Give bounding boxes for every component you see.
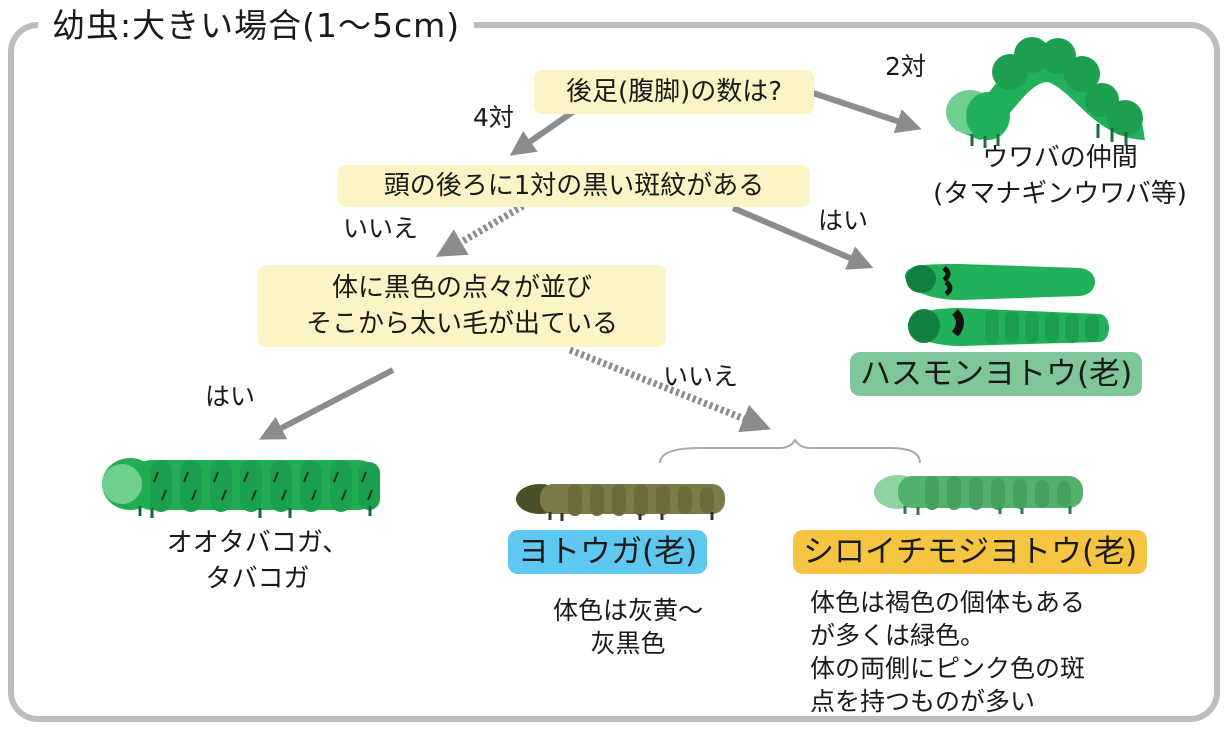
outcome-ootabako: オオタバコガ、 タバコガ: [150, 525, 365, 597]
question-proleg-count-text: 後足(腹脚)の数は?: [565, 77, 783, 107]
edge-label-no-2: いいえ: [663, 362, 739, 391]
edge-label-4-pairs: 4対: [473, 103, 514, 132]
edge-label-2-pairs: 2対: [885, 52, 926, 81]
arrow-q3-yes: [259, 367, 395, 440]
outcome-shiroichi-note: 体色は褐色の個体もある が多くは緑色。 体の両側にピンク色の斑 点を持つものが多…: [810, 586, 1085, 718]
diagram-title: 幼虫:大きい場合(1～5cm): [38, 6, 475, 46]
outcome-ootabako-line2: タバコガ: [205, 564, 310, 594]
arrow-q2-no: [435, 202, 525, 257]
question-black-spots: 頭の後ろに1対の黒い斑紋がある: [338, 165, 810, 207]
ootabako-larva-icon: [102, 458, 380, 518]
outcome-shiroichi-note-line2: が多くは緑色。: [810, 621, 986, 650]
question-black-dots-hairs-line2: そこから太い毛が出ている: [305, 309, 618, 339]
inchworm-larva-icon: [946, 37, 1145, 148]
outcome-inchworm-line2: (タマナギンウワバ等): [933, 179, 1187, 209]
outcome-shiroichi-note-line4: 点を持つものが多い: [810, 687, 1036, 716]
diagram-frame: [8, 22, 1220, 722]
outcome-shiroichi-badge: シロイチモジヨトウ(老): [793, 530, 1148, 574]
outcome-hasumon-text: ハスモンヨトウ(老): [860, 356, 1133, 392]
group-bracket: [659, 438, 921, 464]
question-proleg-count: 後足(腹脚)の数は?: [534, 70, 814, 114]
outcome-yotouga-note-line2: 灰黒色: [590, 629, 666, 658]
edge-label-yes-1: はい: [818, 206, 869, 235]
outcome-yotouga-badge: ヨトウガ(老): [508, 530, 708, 574]
question-black-spots-text: 頭の後ろに1対の黒い斑紋がある: [383, 171, 765, 201]
arrow-q2-yes: [731, 205, 874, 270]
outcome-shiroichi-text: シロイチモジヨトウ(老): [803, 534, 1138, 570]
arrow-q3-no: [568, 346, 771, 433]
question-black-dots-hairs: 体に黒色の点々が並び そこから太い毛が出ている: [258, 265, 666, 347]
shiroichi-larva-icon: [874, 475, 1083, 515]
hasumon-larva-icon: [905, 264, 1109, 346]
outcome-hasumon-badge: ハスモンヨトウ(老): [850, 352, 1143, 396]
outcome-shiroichi-note-line1: 体色は褐色の個体もある: [810, 588, 1086, 617]
outcome-inchworm: ウワバの仲間 (タマナギンウワバ等): [915, 140, 1205, 212]
outcome-yotouga-note: 体色は灰黄～ 灰黒色: [538, 594, 718, 660]
outcome-yotouga-note-line1: 体色は灰黄～: [552, 596, 703, 625]
outcome-ootabako-line1: オオタバコガ、: [166, 528, 349, 558]
arrow-q1-to-inchworm: [812, 90, 922, 134]
question-black-dots-hairs-line1: 体に黒色の点々が並び: [331, 273, 592, 303]
outcome-inchworm-line1: ウワバの仲間: [982, 143, 1138, 173]
outcome-shiroichi-note-line3: 体の両側にピンク色の斑: [810, 654, 1086, 683]
edge-label-yes-2: はい: [205, 382, 256, 411]
yotouga-larva-icon: [516, 484, 725, 521]
outcome-yotouga-text: ヨトウガ(老): [518, 534, 698, 570]
edge-label-no-1: いいえ: [343, 214, 419, 243]
